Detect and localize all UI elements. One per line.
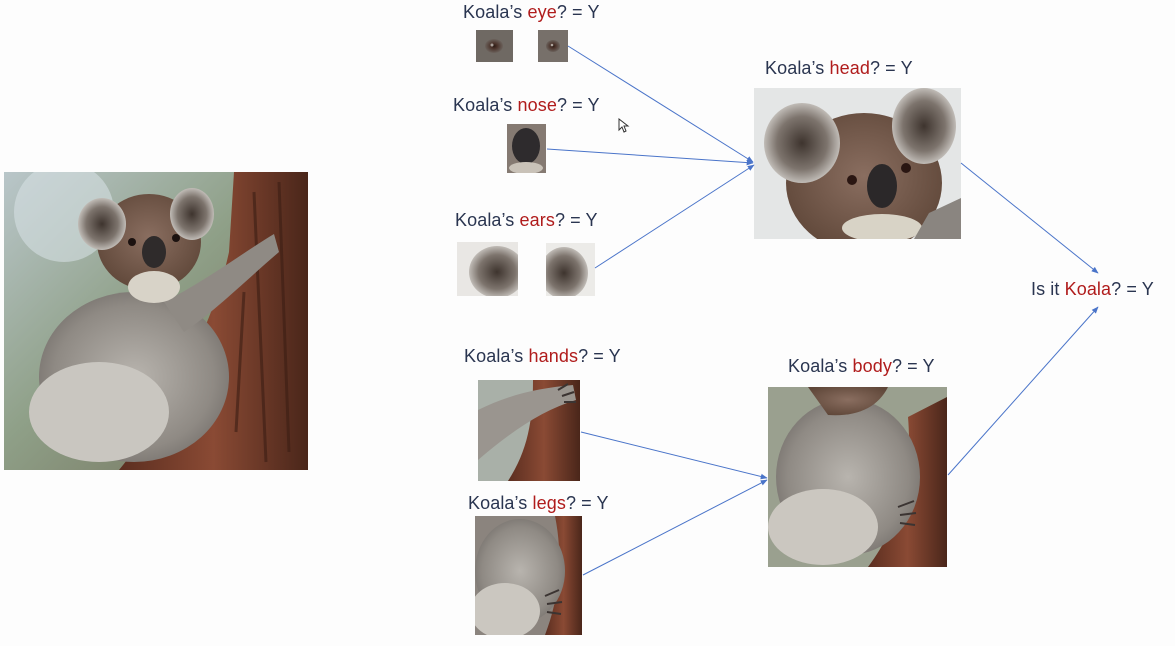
arrow-body-to-final: [947, 306, 1099, 476]
label-nose: Koala’s nose? = Y: [453, 95, 600, 115]
label-legs: Koala’s legs? = Y: [468, 493, 609, 513]
ear-crop-right: [546, 243, 595, 296]
label-eye: Koala’s eye? = Y: [463, 2, 600, 22]
arrow-head-to-final: [960, 162, 1099, 274]
arrow-legs-to-body: [582, 479, 768, 576]
eye-crop-right: [538, 30, 568, 62]
koala-photo: [4, 172, 308, 470]
eye-crop-left: [476, 30, 513, 62]
label-final: Is it Koala? = Y: [1031, 279, 1154, 299]
label-body: Koala’s body? = Y: [788, 356, 935, 376]
label-ears: Koala’s ears? = Y: [455, 210, 598, 230]
arrow-eye-to-head: [567, 45, 754, 163]
arrow-nose-to-head: [546, 148, 754, 166]
legs-crop: [475, 516, 582, 635]
mouse-cursor-icon: [618, 118, 630, 133]
nose-crop: [507, 124, 546, 173]
body-crop: [768, 387, 947, 567]
label-head: Koala’s head? = Y: [765, 58, 913, 78]
arrow-hands-to-body: [580, 431, 768, 480]
ear-crop-left: [457, 242, 518, 296]
head-crop: [754, 88, 961, 239]
arrow-ears-to-head: [594, 164, 755, 269]
hands-crop: [478, 380, 580, 481]
label-hands: Koala’s hands? = Y: [464, 346, 621, 366]
